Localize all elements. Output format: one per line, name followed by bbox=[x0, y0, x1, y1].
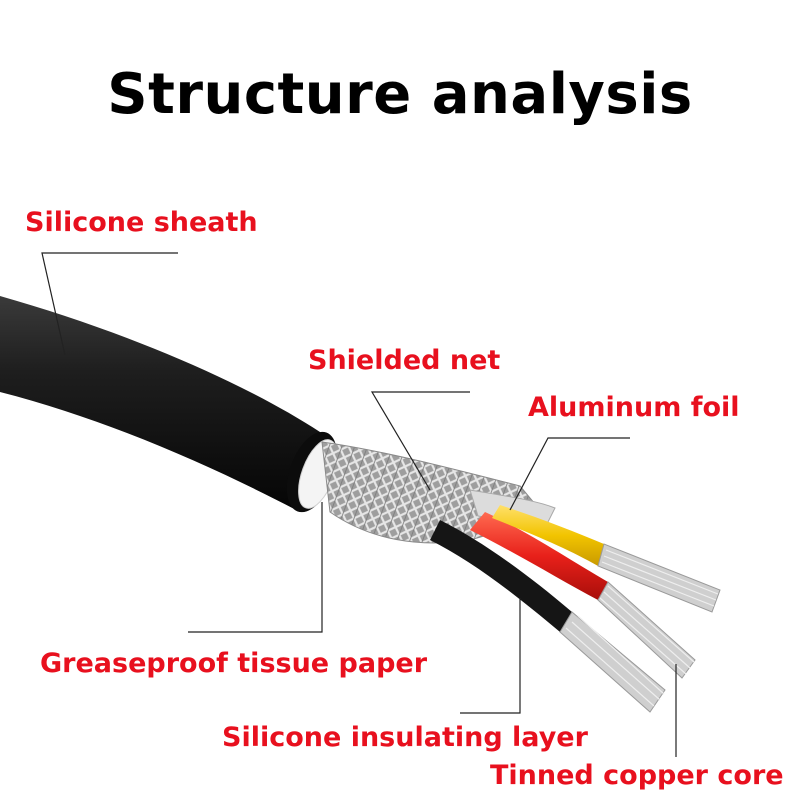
silicone-sheath bbox=[0, 296, 338, 513]
leader-silicone-sheath bbox=[41, 252, 178, 356]
label-greaseproof-paper: Greaseproof tissue paper bbox=[40, 648, 428, 679]
label-aluminum-foil: Aluminum foil bbox=[528, 392, 740, 423]
leader-lines bbox=[41, 252, 677, 757]
leader-silicone-insulating-layer bbox=[460, 598, 521, 714]
wire-yellow bbox=[492, 505, 721, 613]
wire-black bbox=[430, 520, 666, 713]
leader-shielded-net bbox=[370, 391, 470, 491]
label-silicone-sheath: Silicone sheath bbox=[25, 207, 258, 238]
label-tinned-copper-core: Tinned copper core bbox=[490, 760, 784, 791]
leader-greaseproof-paper bbox=[188, 502, 323, 633]
page-title: Structure analysis bbox=[107, 62, 693, 127]
wire-red bbox=[470, 512, 696, 679]
label-shielded-net: Shielded net bbox=[308, 345, 501, 376]
leader-aluminum-foil bbox=[509, 437, 630, 511]
label-silicone-insulating-layer: Silicone insulating layer bbox=[222, 722, 588, 753]
